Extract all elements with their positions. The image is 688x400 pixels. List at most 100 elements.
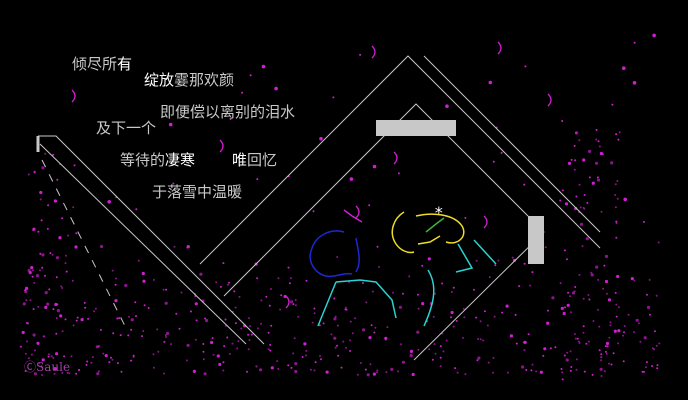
- sparkle-dot: [561, 378, 564, 381]
- sparkle-dot: [592, 320, 595, 322]
- sparkle-dot: [124, 283, 128, 288]
- sparkle-dot: [137, 259, 140, 262]
- sparkle-dot: [574, 286, 577, 288]
- sparkle-dot: [111, 358, 114, 361]
- sparkle-dot: [562, 311, 566, 316]
- sparkle-dot: [630, 277, 634, 281]
- sparkle-dot: [234, 322, 237, 325]
- sparkle-dot: [531, 363, 534, 366]
- sparkle-dot: [400, 343, 403, 346]
- sparkle-dot: [309, 368, 312, 371]
- sparkle-dot: [349, 320, 352, 323]
- sparkle-dot: [655, 344, 658, 347]
- sparkle-dot: [267, 348, 270, 351]
- sparkle-dot: [116, 362, 119, 365]
- sparkle-dot: [374, 326, 377, 329]
- lyric-line-3: 即便偿以离别的泪水: [160, 103, 296, 121]
- sparkle-dot: [192, 369, 196, 373]
- sparkle-dot: [643, 370, 645, 373]
- sparkle-dot: [74, 245, 78, 249]
- sparkle-dot: [61, 217, 64, 220]
- sparkle-dot: [561, 189, 564, 192]
- sparkle-dot: [627, 313, 630, 316]
- sparkle-dot: [178, 327, 181, 330]
- sparkle-dot: [600, 353, 603, 356]
- sparkle-dot: [617, 306, 620, 309]
- sparkle-dot: [633, 41, 636, 44]
- sparkle-dot: [511, 256, 514, 259]
- sparkle-dot: [226, 336, 229, 339]
- sparkle-dot: [305, 279, 308, 282]
- sparkle-dot: [543, 347, 547, 351]
- sparkle-dot: [648, 278, 651, 281]
- sparkle-dot: [135, 315, 137, 318]
- sparkle-dot: [313, 369, 316, 372]
- sparkle-dot: [591, 373, 594, 376]
- sparkle-dot: [333, 336, 337, 340]
- sparkle-dot: [566, 258, 568, 261]
- sparkle-dot: [114, 283, 117, 286]
- sparkle-dot: [604, 254, 609, 258]
- sparkle-dot: [32, 227, 36, 231]
- sparkle-dot: [116, 317, 119, 320]
- sparkle-dot: [614, 206, 617, 209]
- sparkle-dot: [175, 312, 178, 315]
- sparkle-dot: [390, 367, 394, 371]
- sparkle-dot: [240, 327, 243, 330]
- sparkle-dot: [602, 287, 605, 290]
- sparkle-dot: [464, 216, 467, 219]
- sparkle-dot: [582, 158, 586, 162]
- sparkle-dot: [287, 266, 290, 269]
- sparkle-dot: [561, 371, 564, 374]
- left-figure-arm: [317, 281, 337, 327]
- lyric-line-5: 等待的凄寒: [120, 151, 196, 169]
- sparkle-dot: [118, 317, 121, 320]
- sparkle-dot: [152, 278, 155, 281]
- sparkle-dot: [226, 283, 229, 286]
- sparkle-dot: [53, 367, 57, 371]
- sparkle-dot: [378, 266, 380, 268]
- sparkle-dot: [292, 352, 295, 355]
- sparkle-dot: [614, 183, 617, 186]
- sparkle-dot: [614, 291, 617, 294]
- sparkle-dot: [524, 65, 527, 68]
- sparkle-dot: [28, 271, 32, 275]
- sparkle-dot: [455, 319, 458, 322]
- sparkle-dot: [65, 254, 67, 257]
- sparkle-dot: [68, 372, 71, 375]
- sparkle-dot: [172, 182, 175, 185]
- sparkle-dot: [535, 370, 538, 373]
- sparkle-dot: [237, 340, 240, 343]
- sparkle-dot: [128, 315, 131, 318]
- sparkle-dot: [597, 278, 600, 281]
- sparkle-dot: [73, 164, 76, 167]
- sparkle-dot: [97, 370, 100, 373]
- sparkle-dot: [268, 304, 271, 307]
- sparkle-dot: [332, 96, 335, 99]
- sparkle-dot: [488, 276, 491, 279]
- sparkle-dot: [359, 362, 362, 364]
- sparkle-dot: [47, 204, 50, 207]
- sparkle-dot: [582, 297, 585, 300]
- sparkle-dot: [559, 282, 562, 285]
- sparkle-dot: [111, 269, 114, 272]
- sparkle-dot: [55, 276, 58, 279]
- sparkle-dot: [336, 344, 338, 347]
- sparkle-dot: [93, 310, 96, 313]
- sparkle-dot: [655, 294, 658, 297]
- sparkle-dot: [575, 358, 578, 361]
- sparkle-dot: [288, 282, 291, 285]
- sparkle-dot: [30, 353, 33, 356]
- sparkle-dot: [542, 354, 545, 357]
- sparkle-dot: [130, 328, 133, 331]
- sparkle-dot: [142, 330, 145, 333]
- sparkle-dot: [120, 370, 123, 373]
- sparkle-dot: [38, 361, 41, 364]
- sparkle-dot: [456, 371, 459, 374]
- sparkle-dot: [22, 302, 26, 306]
- right-figure-face: [417, 235, 441, 245]
- lyric-line-2: 绽放霎那欢颜: [144, 71, 235, 89]
- sparkle-dot: [590, 271, 593, 274]
- right-figure-hair-left: [391, 211, 415, 254]
- sparkle-dot: [658, 342, 661, 345]
